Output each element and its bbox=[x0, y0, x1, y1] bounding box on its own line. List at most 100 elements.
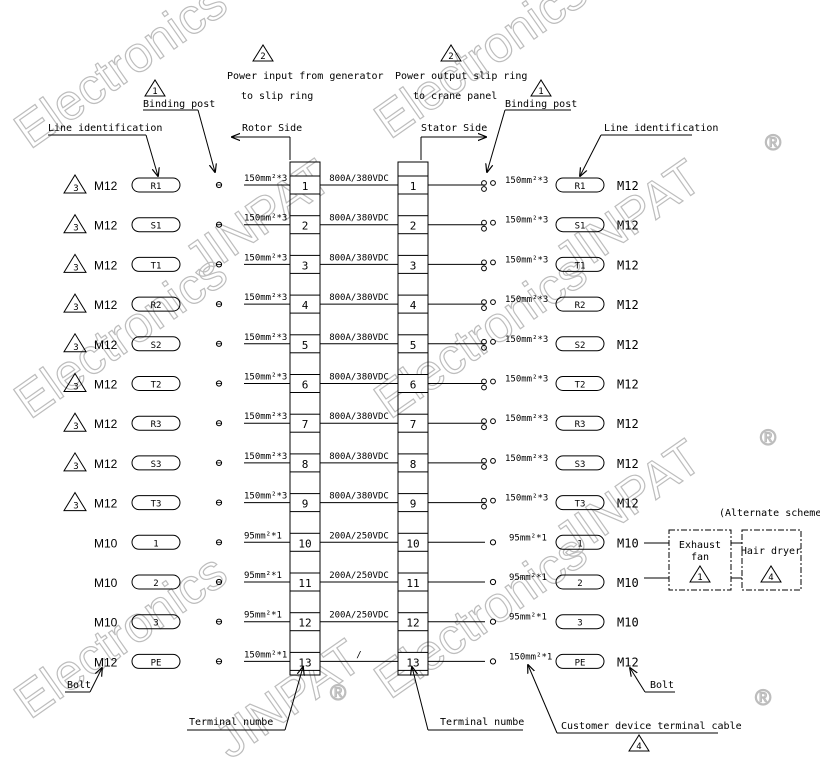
binding-post-icon bbox=[481, 497, 487, 504]
cable-spec-right: 150mm²*1 bbox=[509, 652, 552, 662]
line-id-tag bbox=[131, 495, 181, 511]
line-id-tag bbox=[555, 217, 605, 233]
binding-post-icon bbox=[490, 378, 496, 385]
screw-size-right: M10 bbox=[617, 616, 639, 630]
revision-triangle bbox=[63, 372, 87, 392]
power-input-label-2: to slip ring bbox=[241, 91, 313, 102]
rating-label: 200A/250VDC bbox=[329, 531, 389, 541]
rating-label: 800A/380VDC bbox=[329, 492, 389, 502]
terminal-number: 10 bbox=[298, 537, 311, 550]
line-id-label: S1 bbox=[575, 222, 586, 232]
binding-post-label: Binding post bbox=[143, 99, 215, 110]
cable-spec-right: 150mm²*3 bbox=[505, 255, 548, 265]
line-id-label: 2 bbox=[153, 579, 158, 589]
watermark-text: ® bbox=[330, 680, 346, 705]
revision-triangle bbox=[63, 253, 87, 273]
binding-post-icon bbox=[481, 219, 487, 226]
terminal-number: 8 bbox=[302, 458, 309, 471]
terminal-number: 13 bbox=[298, 656, 311, 669]
screw-size-left: M12 bbox=[94, 497, 118, 511]
terminal-number: 4 bbox=[410, 299, 417, 312]
line-id-label: R2 bbox=[575, 301, 586, 311]
rating-label: 800A/380VDC bbox=[329, 293, 389, 303]
binding-post-icon bbox=[481, 464, 487, 470]
rating-label: 800A/380VDC bbox=[329, 333, 389, 343]
terminal-number: 12 bbox=[298, 617, 311, 630]
bolt-label: Bolt bbox=[650, 680, 674, 691]
binding-post-icon bbox=[481, 265, 487, 272]
binding-post-icon bbox=[490, 299, 496, 306]
screw-size-right: M12 bbox=[617, 457, 639, 471]
terminal-number-label: Terminal numbe bbox=[440, 717, 524, 728]
binding-post-icon bbox=[481, 180, 487, 186]
line-id-tag bbox=[555, 415, 605, 431]
leader-arrow bbox=[528, 665, 558, 734]
line-id-label: 3 bbox=[577, 619, 582, 629]
line-id-tag bbox=[555, 256, 605, 272]
terminal-number: 9 bbox=[302, 498, 309, 511]
screw-size-left: M12 bbox=[94, 338, 118, 352]
cable-spec-right: 95mm²*1 bbox=[509, 613, 547, 623]
line-id-label: R2 bbox=[151, 301, 162, 311]
line-id-tag bbox=[555, 296, 605, 312]
line-id-tag bbox=[555, 653, 605, 669]
binding-post-icon bbox=[481, 338, 487, 345]
binding-post-icon bbox=[481, 186, 487, 192]
line-identification-label: Line identification bbox=[604, 123, 718, 134]
screw-size-left: M10 bbox=[94, 576, 118, 590]
line-id-label: 1 bbox=[153, 539, 158, 549]
cable-spec-right: 150mm²*3 bbox=[505, 375, 548, 385]
revision-number: 3 bbox=[73, 343, 78, 353]
cable-spec-left: 95mm²*1 bbox=[244, 531, 282, 541]
cable-spec-right: 150mm²*3 bbox=[505, 414, 548, 424]
line-id-tag bbox=[555, 495, 605, 511]
binding-post-icon bbox=[490, 338, 496, 345]
watermark-text: Electronics bbox=[4, 543, 236, 729]
cable-spec-right: 150mm²*3 bbox=[505, 335, 548, 345]
revision-number: 3 bbox=[73, 502, 78, 512]
power-output-label: Power output slip ring bbox=[395, 71, 527, 82]
terminal-number: 5 bbox=[410, 339, 417, 352]
terminal-number: 1 bbox=[302, 180, 309, 193]
line-id-label: R1 bbox=[575, 182, 586, 192]
screw-size-right: M12 bbox=[617, 298, 639, 312]
cable-spec-left: 150mm²*3 bbox=[244, 253, 287, 263]
terminal-number: 5 bbox=[302, 339, 309, 352]
terminal-number: 7 bbox=[302, 418, 309, 431]
cable-spec-right: 95mm²*1 bbox=[509, 573, 547, 583]
screw-size-right: M12 bbox=[617, 219, 639, 233]
line-id-tag bbox=[555, 177, 605, 193]
binding-post-icon bbox=[481, 424, 487, 431]
line-id-tag bbox=[131, 336, 181, 352]
rating-label: 800A/380VDC bbox=[329, 253, 389, 263]
cable-spec-left: 150mm²*3 bbox=[244, 214, 287, 224]
revision-number: 4 bbox=[768, 573, 773, 583]
binding-post-icon bbox=[489, 658, 497, 665]
revision-triangle bbox=[144, 79, 166, 97]
watermark-text: ® bbox=[755, 685, 771, 710]
line-id-label: PE bbox=[151, 658, 162, 668]
screw-size-right: M12 bbox=[617, 655, 639, 669]
cable-spec-left: 95mm²*1 bbox=[244, 571, 282, 581]
header-annotations: 2 Power input from generator to slip rin… bbox=[48, 44, 718, 176]
revision-number: 3 bbox=[73, 224, 78, 234]
screw-size-left: M12 bbox=[94, 417, 118, 431]
binding-post-label: Binding post bbox=[505, 99, 577, 110]
cable-spec-left: 150mm²*3 bbox=[244, 412, 287, 422]
line-id-label: PE bbox=[575, 658, 586, 668]
binding-post-icon bbox=[490, 458, 496, 464]
leader-arrow bbox=[630, 668, 646, 693]
revision-triangle bbox=[63, 491, 87, 512]
revision-triangle bbox=[63, 412, 87, 432]
terminal-number: 3 bbox=[410, 259, 417, 272]
watermark-text: ® bbox=[760, 425, 776, 450]
